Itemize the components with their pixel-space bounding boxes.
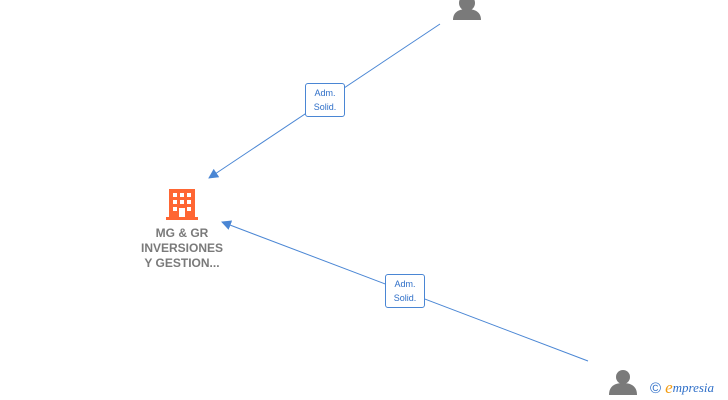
brand-logo: © e mpresia <box>650 378 714 398</box>
relation-role: Adm. <box>394 279 416 289</box>
relation-role-type: Solid. <box>393 293 417 303</box>
copyright-symbol: © <box>650 379 662 397</box>
company-name[interactable]: MG & GR INVERSIONES Y GESTION... <box>130 226 234 271</box>
relation-label[interactable]: Adm. Solid. <box>305 83 345 117</box>
person-icon[interactable] <box>453 0 481 20</box>
brand-initial: e <box>665 378 673 397</box>
company-name-line: Y GESTION... <box>144 256 220 270</box>
relation-role: Adm. <box>314 88 336 98</box>
relation-role-type: Solid. <box>313 102 337 112</box>
company-name-line: INVERSIONES <box>140 241 224 255</box>
brand-name: mpresia <box>672 380 715 395</box>
building-icon[interactable] <box>166 189 198 220</box>
company-name-line: MG & GR <box>155 226 209 240</box>
person-icon[interactable] <box>609 370 637 395</box>
relation-label[interactable]: Adm. Solid. <box>385 274 425 308</box>
